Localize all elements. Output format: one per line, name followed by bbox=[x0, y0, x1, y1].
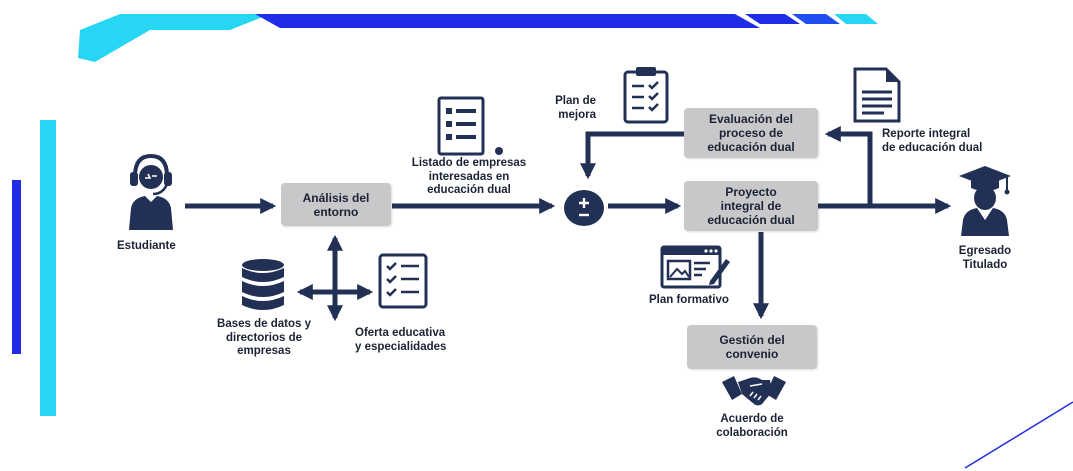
node-gestion-label: Gestión del convenio bbox=[719, 333, 785, 361]
label-egresado-titulado: Egresado Titulado bbox=[958, 245, 1012, 271]
top-dash-1 bbox=[745, 14, 800, 24]
student-headset-icon bbox=[129, 153, 173, 230]
left-blue-bar bbox=[12, 180, 21, 354]
left-cyan-bar bbox=[40, 120, 56, 416]
node-proyecto: Proyecto integral de educación dual bbox=[684, 181, 818, 231]
top-blue-band bbox=[255, 14, 760, 28]
node-gestion: Gestión del convenio bbox=[687, 325, 817, 369]
checklist-icon bbox=[378, 253, 428, 309]
label-bases-datos: Bases de datos y directorios de empresas bbox=[217, 318, 311, 357]
handshake-icon bbox=[722, 376, 786, 406]
node-analisis-label: Análisis del entorno bbox=[302, 190, 370, 219]
top-dash-2 bbox=[792, 14, 840, 24]
arrow-return-evaluacion bbox=[824, 125, 873, 206]
clipboard-icon bbox=[623, 67, 669, 124]
graduate-icon bbox=[959, 166, 1011, 236]
label-plan-mejora: Plan de mejora bbox=[555, 95, 596, 121]
label-acuerdo-colaboracion: Acuerdo de colaboración bbox=[716, 413, 788, 439]
list-document-icon bbox=[437, 96, 485, 156]
label-estudiante: Estudiante bbox=[117, 240, 176, 252]
training-plan-icon bbox=[660, 245, 730, 289]
node-evaluacion: Evaluación del proceso de educación dual bbox=[684, 108, 818, 158]
label-listado-empresas: Listado de empresas interesadas en educa… bbox=[411, 157, 527, 196]
node-proyecto-label: Proyecto integral de educación dual bbox=[707, 185, 795, 227]
label-plan-formativo: Plan formativo bbox=[649, 294, 729, 306]
label-oferta-educativa: Oferta educativa y especialidades bbox=[355, 327, 447, 353]
bottom-right-line bbox=[964, 401, 1073, 469]
node-evaluacion-label: Evaluación del proceso de educación dual bbox=[707, 112, 795, 154]
report-document-icon bbox=[853, 67, 901, 123]
plus-minus-icon bbox=[564, 190, 604, 226]
node-analisis-entorno: Análisis del entorno bbox=[281, 183, 391, 226]
top-cyan-stripe bbox=[78, 14, 270, 62]
label-reporte-integral: Reporte integral de educación dual bbox=[882, 128, 983, 154]
cursor-dot bbox=[495, 147, 503, 155]
database-icon bbox=[242, 259, 284, 310]
arrow-evaluacion-circle bbox=[579, 131, 684, 180]
top-dash-3 bbox=[834, 14, 878, 24]
